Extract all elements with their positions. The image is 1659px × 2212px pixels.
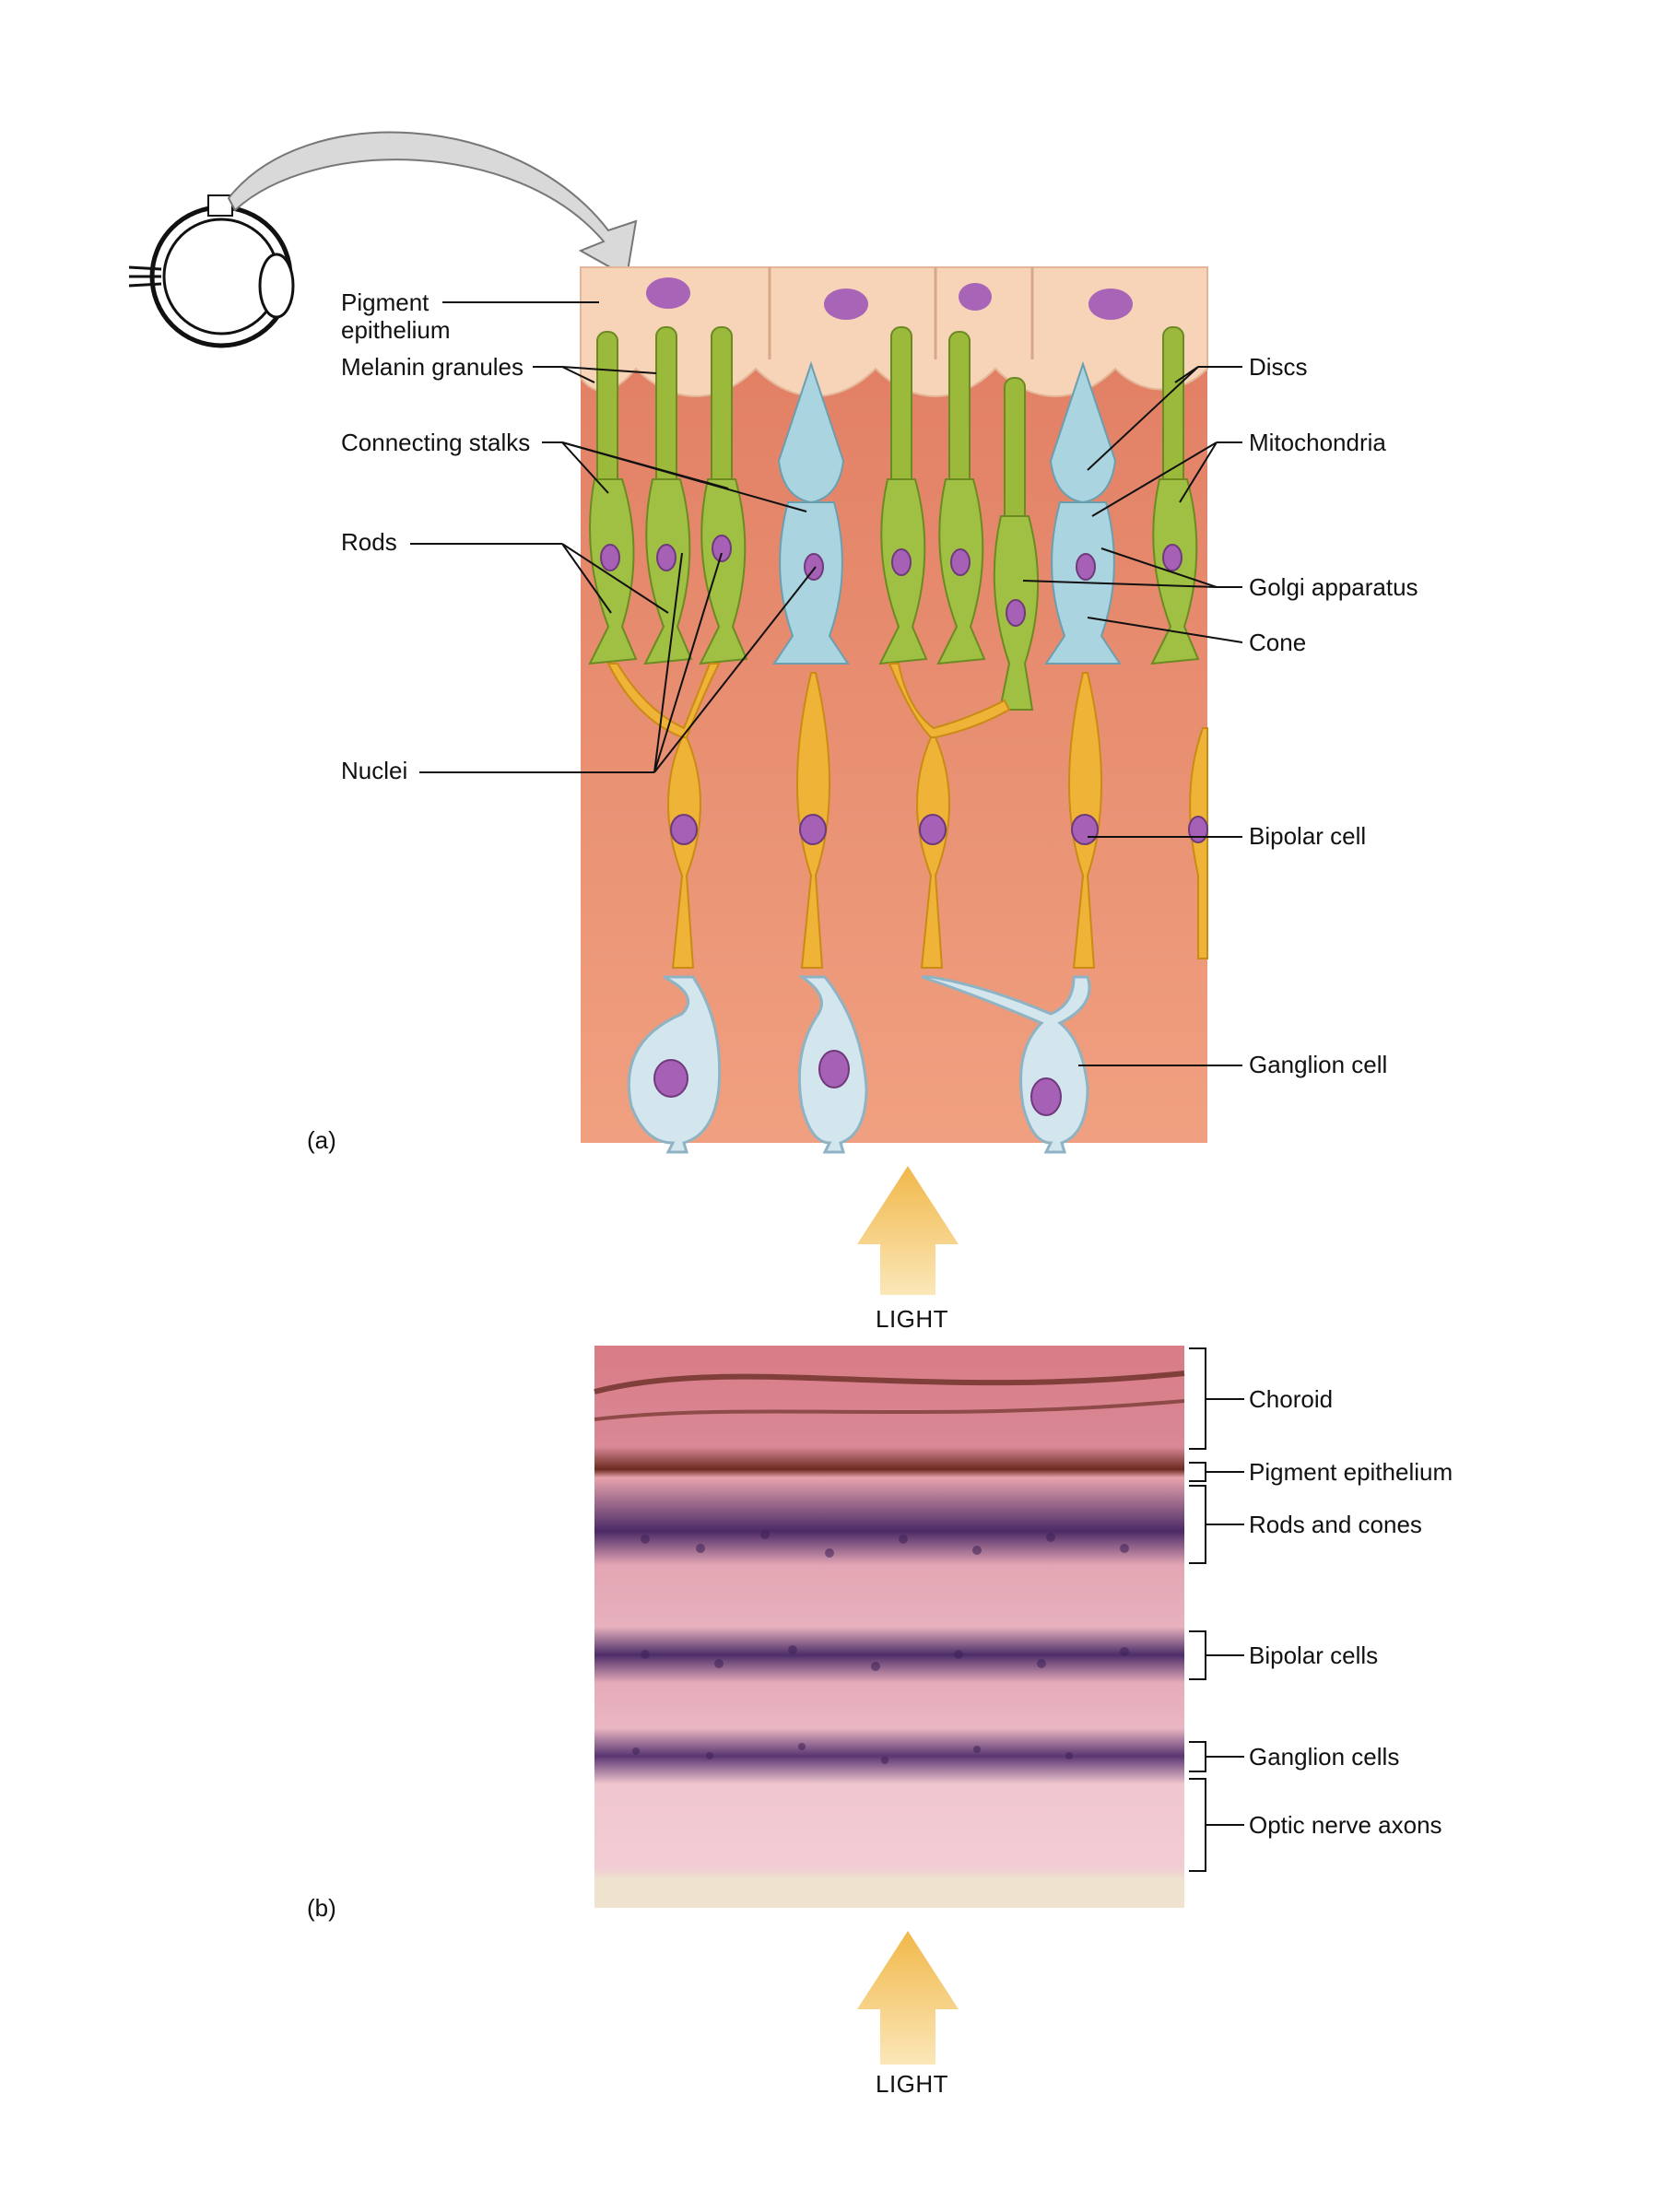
label-rods: Rods [341,528,397,556]
histology-micrograph [594,1346,1185,1908]
eye-icon [128,194,295,348]
label-golgi-apparatus: Golgi apparatus [1249,573,1418,601]
label-melanin-granules: Melanin granules [341,353,524,381]
leader-lines-a [410,301,1243,1066]
light-label-a: LIGHT [876,1305,949,1333]
retina-illustration [580,266,1208,1154]
label-cone: Cone [1249,629,1307,656]
light-label-b: LIGHT [876,2070,949,2098]
label-bipolar-cell: Bipolar cell [1249,822,1367,850]
label-optic-nerve-axons: Optic nerve axons [1249,1811,1442,1839]
label-pigment-epithelium: Pigment epithelium [341,288,451,344]
label-ganglion-cells: Ganglion cells [1249,1743,1400,1771]
brackets-b [1189,1347,1244,1872]
label-pigment-epithelium-b: Pigment epithelium [1249,1458,1453,1486]
light-arrow-a [857,1166,959,1295]
panel-letter-a: (a) [307,1126,336,1154]
label-rods-and-cones: Rods and cones [1249,1511,1422,1538]
zoom-arrow [227,131,638,278]
panel-letter-b: (b) [307,1894,336,1922]
label-discs: Discs [1249,353,1308,381]
label-connecting-stalks: Connecting stalks [341,429,531,456]
light-arrow-b [857,1931,959,2065]
label-choroid: Choroid [1249,1385,1334,1413]
label-nuclei: Nuclei [341,757,408,784]
label-ganglion-cell: Ganglion cell [1249,1051,1388,1078]
label-mitochondria: Mitochondria [1249,429,1386,456]
label-bipolar-cells: Bipolar cells [1249,1641,1379,1669]
